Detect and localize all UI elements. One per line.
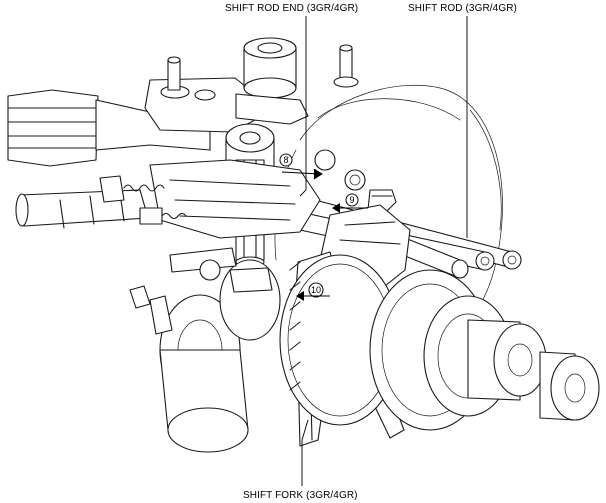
guide-pins <box>167 44 359 91</box>
step-8-label: 8 <box>283 155 288 165</box>
shift-fork-callout: SHIFT FORK (3GR/4GR) <box>243 490 358 501</box>
step-10-indicator: 10 <box>296 282 330 301</box>
selector-cylinder <box>235 37 309 125</box>
shift-rod-end-callout: SHIFT ROD END (3GR/4GR) <box>225 3 358 14</box>
lower-shift-arm <box>149 247 273 335</box>
shift-rod-callout: SHIFT ROD (3GR/4GR) <box>408 3 517 14</box>
rod-boss <box>225 123 275 169</box>
step-10-label: 10 <box>311 285 321 295</box>
input-shaft <box>15 189 149 229</box>
step-8-indicator: 8 <box>279 153 323 180</box>
output-shaft <box>467 319 600 421</box>
shift-bracket <box>149 149 366 239</box>
step-9-label: 9 <box>349 195 354 205</box>
step-9-indicator: 9 <box>332 193 368 213</box>
shift-lever-arm <box>7 77 256 167</box>
shift-rod-end-leader <box>299 16 307 197</box>
detent-springs <box>99 175 187 309</box>
shift-fork-leader <box>301 419 309 486</box>
